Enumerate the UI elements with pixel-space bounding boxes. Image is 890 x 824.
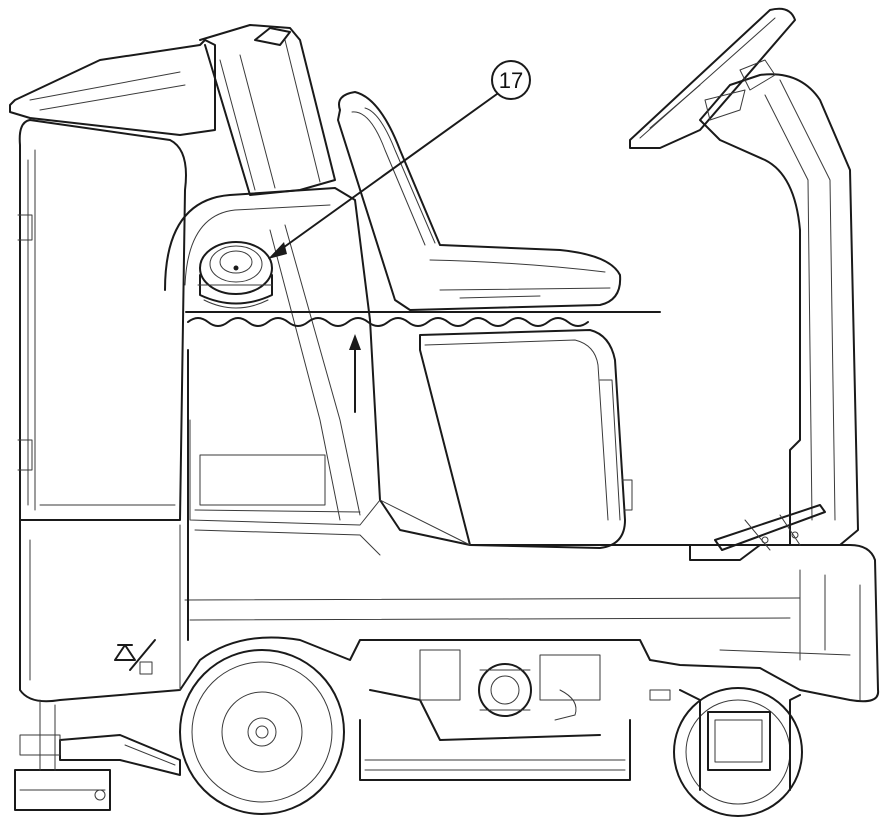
float-switch-filter [197,241,273,309]
front-wheel [673,687,803,817]
callout-balloon [491,60,531,100]
squeegee-assembly [14,699,181,811]
callout-leader-line [279,93,498,251]
callout-arrow-head [268,242,287,259]
tank-inner-outline [164,187,681,556]
drain-symbol-icon [114,639,156,675]
pedal-assembly [689,504,826,561]
recovery-tank [17,119,189,691]
rear-wheel [179,649,345,815]
water-level-line [187,317,589,327]
water-level-indicator [185,311,661,413]
brush-deck [359,649,671,781]
tank-lid [9,24,336,196]
steering-column [629,7,859,546]
solution-compartment [379,329,633,549]
callout-17: 17 [268,60,531,259]
callout-number: 17 [499,68,523,93]
operator-seat [337,91,622,311]
level-arrow-head [349,334,361,350]
machine-body [19,519,880,703]
